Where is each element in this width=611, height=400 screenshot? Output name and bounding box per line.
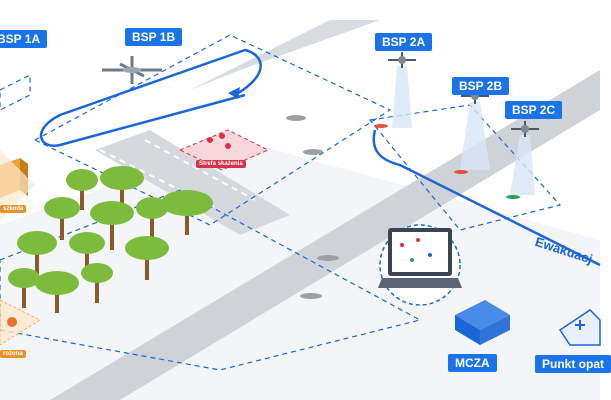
- quadcopter-drone-icon: [388, 52, 416, 128]
- flight-route-1b: [39, 48, 262, 148]
- label-szkoda: szkoda: [0, 205, 27, 213]
- label-mcza: MCZA: [448, 354, 497, 372]
- quadcopter-drone-icon: [510, 121, 539, 195]
- label-rozona: rożona: [0, 350, 26, 358]
- zone-2: [368, 104, 562, 231]
- zone-lower: [0, 189, 422, 371]
- label-bsp-1a: BSP 1A: [0, 30, 48, 48]
- road-top: [190, 20, 380, 90]
- label-bsp-2a: BSP 2A: [375, 33, 433, 51]
- fixed-wing-drone-icon: [102, 56, 162, 84]
- radiation-icon: [207, 133, 231, 149]
- zone-1b: [33, 34, 392, 226]
- label-strefa-skazenia: Strefa skażenia: [196, 160, 246, 168]
- route-arrow: [228, 87, 240, 99]
- side-road: [95, 130, 290, 235]
- evacuation-route: [372, 129, 601, 267]
- person-injured-icon: [7, 317, 17, 327]
- person-lying-icon: [506, 195, 520, 199]
- person-lying-icon: [374, 124, 468, 174]
- zone-1a: [0, 74, 31, 111]
- container-icon: [455, 300, 510, 345]
- quadcopter-drone-icon: [460, 88, 490, 170]
- label-bsp-2c: BSP 2C: [505, 101, 563, 119]
- laptop-map-icon: [378, 224, 462, 306]
- damage-zone: [0, 150, 35, 220]
- label-punkt: Punkt opat: [535, 355, 611, 373]
- main-road: [50, 70, 600, 400]
- tent-medical-icon: [558, 309, 601, 346]
- label-bsp-2b: BSP 2B: [452, 77, 510, 95]
- injured-zone: [0, 299, 42, 346]
- label-bsp-1b: BSP 1B: [125, 28, 183, 46]
- person-lying-icon: [286, 115, 339, 299]
- tree-cluster: [8, 166, 213, 313]
